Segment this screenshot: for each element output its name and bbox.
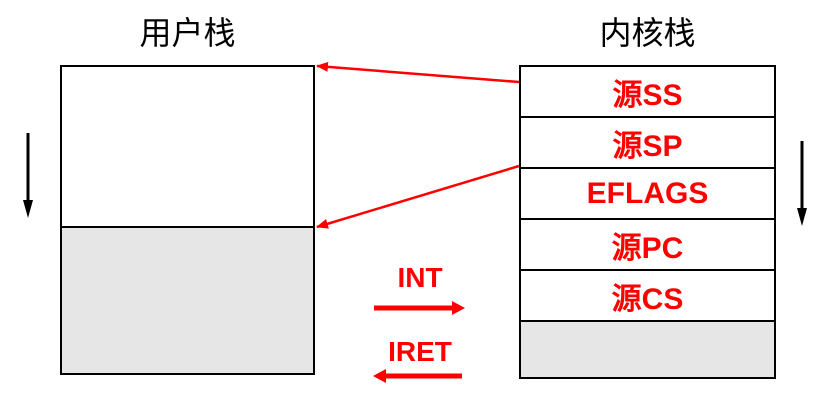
- iret-arrow-head: [373, 369, 386, 383]
- int-label: INT: [397, 262, 443, 293]
- user-stack-free-area: [62, 67, 313, 228]
- kernel-stack-title: 内核栈: [599, 14, 696, 52]
- kernel-stack-cell-eflags: EFLAGS: [521, 169, 774, 220]
- ss-pointer-arrow: [316, 61, 520, 84]
- user-stack: [60, 65, 315, 375]
- iret-label: IRET: [388, 336, 452, 367]
- kernel-stack-used-area: [521, 322, 774, 377]
- kernel-stack-cell-cs: 源CS: [521, 271, 774, 322]
- user-stack-title: 用户栈: [139, 14, 236, 52]
- kernel-stack-growth-arrow-head: [797, 208, 807, 226]
- user-stack-used-area: [62, 228, 313, 373]
- int-arrow-head: [452, 301, 465, 315]
- kernel-stack-cell-ss: 源SS: [521, 67, 774, 118]
- sp-pointer-arrow: [316, 164, 520, 229]
- kernel-stack-cell-sp: 源SP: [521, 118, 774, 169]
- kernel-stack: 源SS 源SP EFLAGS 源PC 源CS: [519, 65, 776, 379]
- user-stack-growth-arrow-head: [23, 200, 33, 218]
- kernel-stack-cell-pc: 源PC: [521, 220, 774, 271]
